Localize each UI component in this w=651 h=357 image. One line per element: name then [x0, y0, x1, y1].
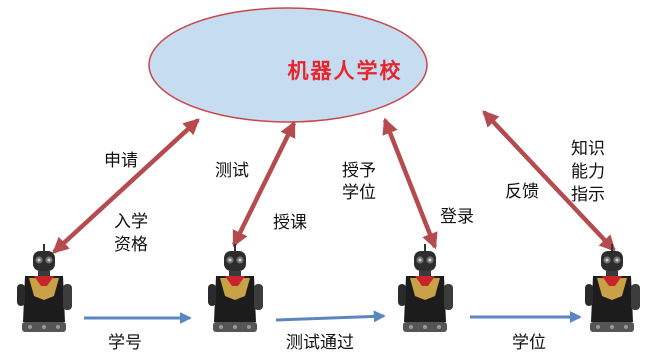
label-knowledge-line3: 指示	[571, 185, 605, 205]
robot-icon	[585, 244, 640, 332]
label-register: 登录	[440, 207, 474, 227]
label-apply: 申请	[104, 151, 138, 171]
label-knowledge-line2: 能力	[571, 162, 605, 182]
double-arrow-4	[482, 110, 616, 252]
robot-icon	[398, 244, 453, 332]
label-grant-line2: 学位	[342, 183, 376, 203]
school-label: 机器人学校	[288, 59, 403, 83]
label-student-id: 学号	[108, 333, 142, 353]
label-grant-line1: 授予	[342, 161, 376, 181]
label-degree: 学位	[512, 333, 546, 353]
double-arrow-3	[382, 117, 438, 250]
label-admission-line1: 入学	[114, 212, 148, 232]
label-test-passed: 测试通过	[286, 333, 354, 353]
label-teach: 授课	[273, 213, 307, 233]
label-knowledge-line1: 知识	[571, 139, 605, 159]
double-arrow-1	[52, 118, 200, 254]
flow-arrow-2	[275, 310, 386, 323]
label-test: 测试	[215, 161, 249, 181]
label-feedback: 反馈	[505, 182, 539, 202]
robot-icon	[17, 244, 72, 332]
label-admission-line2: 资格	[114, 235, 148, 255]
robot-icon	[208, 244, 263, 332]
double-arrow-2	[231, 120, 297, 248]
